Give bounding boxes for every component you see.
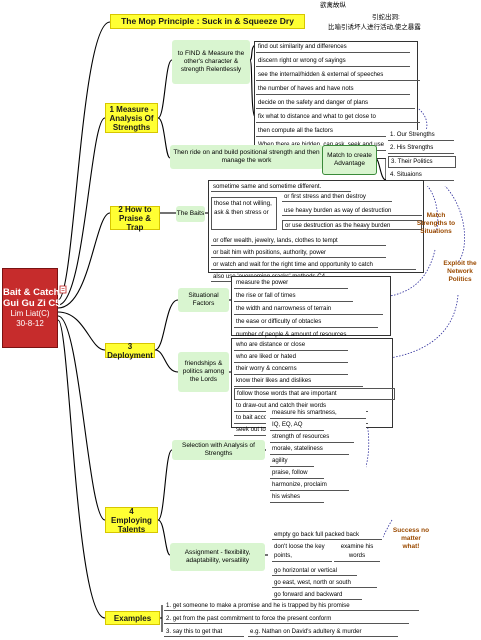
strength-item[interactable]: 2. His Strengths (388, 143, 454, 154)
selection-list: measure his smartness, IQ, EQ, AQ streng… (270, 408, 366, 503)
chinese-note-2: 引蛇出洞: (372, 14, 400, 21)
list-item[interactable]: then compute all the factors (256, 126, 410, 137)
chinese-note-3: 比喻引诱坏人进行活动,使之暴露 (328, 24, 421, 31)
list-item[interactable]: who are distance or close (234, 340, 348, 351)
list-item[interactable]: or first stress and then destroy (282, 192, 392, 202)
mop-principle-branch[interactable]: The Mop Principle : Suck in & Squeeze Dr… (110, 14, 305, 29)
baits-node[interactable]: The Baits (176, 206, 205, 222)
deployment-branch[interactable]: 3 Deployment (105, 342, 155, 360)
list-item[interactable]: find out similarity and differences (256, 42, 410, 53)
match-advantage-node[interactable]: Match to create Advantage (322, 145, 377, 175)
selection-box (266, 408, 366, 502)
match-situations-note: Match Strengths to Situations (416, 212, 456, 235)
list-item[interactable]: or watch and wait for the right time and… (211, 260, 416, 270)
list-item[interactable]: or bait him with positions, authority, p… (211, 248, 386, 258)
list-item[interactable]: IQ, EQ, AQ (270, 420, 324, 431)
assignment-node[interactable]: Assignment - flexibility, adaptability, … (170, 543, 265, 571)
central-node[interactable]: Bait & Catch Gui Gu Zi C5 Lim Liat(C) 30… (2, 268, 61, 348)
central-title-line2: Gui Gu Zi C5 (3, 298, 61, 309)
measure-items-list: find out similarity and differences disc… (256, 42, 420, 151)
situational-box (231, 276, 391, 336)
list-item[interactable]: the width and narrowness of terrain (234, 304, 383, 315)
situational-list: measure the power the rise or fall of ti… (234, 278, 388, 341)
list-item[interactable]: discern right or wrong of sayings (256, 56, 410, 67)
list-item[interactable]: their worry & concerns (234, 364, 348, 375)
success-note: Success no matter what! (392, 527, 430, 550)
find-measure-node[interactable]: to FIND & Measure the other's character … (172, 40, 250, 84)
list-item[interactable]: measure the power (234, 278, 348, 289)
list-item[interactable]: empty go back full packed back (272, 530, 382, 540)
note-icon (59, 285, 67, 294)
unwilling-node[interactable]: those that not willing, ask & then stres… (211, 197, 277, 230)
list-item[interactable]: harmonize, proclaim (270, 480, 349, 491)
list-item[interactable]: know their likes and dislikes (234, 376, 363, 387)
list-item[interactable]: his wishes (270, 492, 324, 503)
central-date: 30-8-12 (16, 319, 44, 328)
strengths-box (386, 130, 456, 186)
list-item[interactable]: the ease or difficulty of obtacles (234, 317, 378, 328)
list-item[interactable]: go horizontal or vertical (272, 566, 357, 576)
list-item[interactable]: use heavy burden as way of destruction (282, 206, 422, 216)
selection-node[interactable]: Selection with Analysis of Strengths (172, 440, 265, 460)
list-item[interactable]: measure his smartness, (270, 408, 366, 419)
list-item[interactable]: sometime same and sometime different. (211, 182, 351, 192)
assignment-box (268, 530, 383, 606)
examine-words-node[interactable]: examine his words (334, 542, 380, 562)
employing-branch[interactable]: 4 Employing Talents (105, 507, 158, 534)
list-item[interactable]: agility (270, 456, 314, 467)
example-item[interactable]: 3. say this to get that (164, 627, 244, 637)
list-item[interactable]: see the internal/hidden & external of sp… (256, 70, 420, 81)
list-item[interactable]: the rise or fall of times (234, 291, 353, 302)
list-item[interactable]: the number of haves and have nots (256, 84, 410, 95)
strengths-list: 1. Our Strengths 2. His Strengths 3. The… (388, 130, 456, 181)
list-item[interactable]: strength of resources (270, 432, 354, 443)
list-item[interactable]: go east, west, north or south (272, 578, 377, 588)
example-item[interactable]: 1. get someone to make a promise and he … (164, 601, 419, 611)
list-item[interactable]: fix what to distance and what to get clo… (256, 112, 420, 123)
list-item[interactable]: follow those words that are important (234, 388, 395, 400)
examples-branch[interactable]: Examples (105, 611, 160, 625)
list-item[interactable]: or offer wealth, jewelry, lands, clothes… (211, 236, 386, 246)
list-item[interactable]: morale, stateliness (270, 444, 349, 455)
central-author: Lim Liat(C) (10, 309, 50, 318)
measure-branch[interactable]: 1 Measure - Analysis Of Strengths (105, 103, 158, 133)
chinese-note-1: 欲禽故纵 (320, 2, 346, 9)
example-item[interactable]: e.g. Nathan on David's adultery & murder (248, 627, 398, 637)
list-item[interactable]: decide on the safety and danger of plans (256, 98, 415, 109)
strength-item[interactable]: 3. Their Politics (388, 156, 456, 168)
friendships-node[interactable]: friendships & politics among the Lords (178, 352, 229, 392)
example-item[interactable]: 2. get from the past commitment to force… (164, 614, 409, 624)
key-points-node[interactable]: don't loose the key points, (272, 542, 332, 562)
praise-trap-branch[interactable]: 2 How to Praise & Trap (110, 205, 160, 232)
list-item[interactable]: praise, follow (270, 468, 324, 479)
list-item[interactable]: go forward and backward (272, 590, 362, 600)
exploit-network-note: Exploit the Network Politics (443, 260, 477, 283)
positional-strength-node[interactable]: Then ride on and build positional streng… (170, 145, 323, 169)
list-item[interactable]: or use destruction as the heavy burden (282, 220, 422, 230)
situational-factors-node[interactable]: Situational Factors (178, 288, 229, 312)
central-title-line1: Bait & Catch (3, 287, 60, 298)
strength-item[interactable]: 1. Our Strengths (388, 130, 454, 141)
list-item[interactable]: who are liked or hated (234, 352, 348, 363)
